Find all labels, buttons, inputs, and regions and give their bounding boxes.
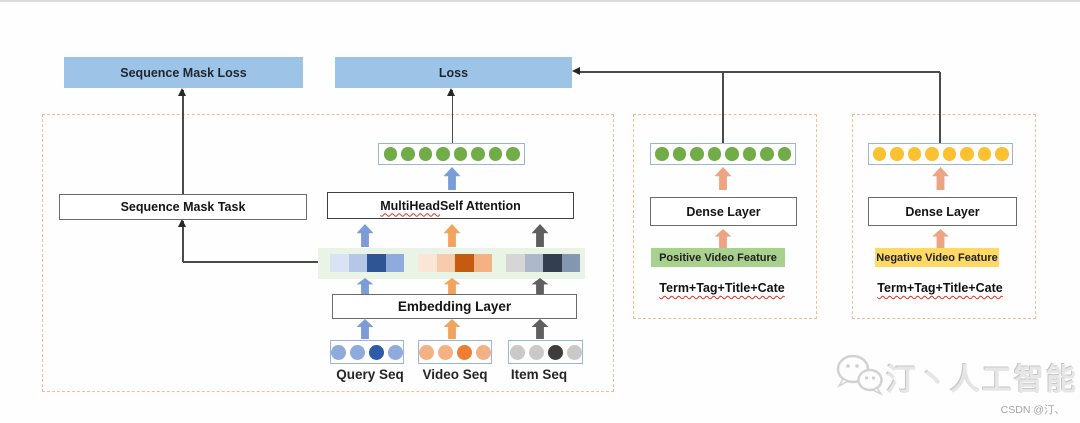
connector-attn-to-loss <box>451 90 453 143</box>
swatch-dot <box>506 147 520 161</box>
swatch-dot <box>401 147 415 161</box>
swatch-dot <box>566 344 582 360</box>
connector-embed-to-task-v <box>182 221 184 262</box>
item-seq-tokens <box>508 340 583 364</box>
connector-branches-to-loss-trunk <box>580 71 940 73</box>
swatch-dot <box>388 344 403 360</box>
watermark-credit: CSDN @汀、 <box>1000 404 1065 416</box>
swatch-dot <box>528 344 544 360</box>
positive-branch-panel <box>633 114 817 319</box>
swatch-dot <box>707 147 721 161</box>
swatch-dot <box>418 147 432 161</box>
negative-input-features-label: Term+Tag+Title+Cate <box>877 281 1003 295</box>
swatch-dot <box>455 254 474 272</box>
swatch-dot <box>907 147 921 161</box>
item-embedding-heatmap <box>506 254 580 272</box>
video-seq-tokens <box>418 340 492 364</box>
swatch-dot <box>942 147 956 161</box>
swatch-dot <box>995 147 1009 161</box>
swatch-dot <box>488 147 502 161</box>
swatch-dot <box>977 147 991 161</box>
arrowhead-up-icon <box>447 88 455 96</box>
swatch-dot <box>547 344 563 360</box>
connector-negative-drop <box>939 72 941 143</box>
swatch-dot <box>385 254 404 272</box>
connector-embed-to-task-h <box>183 261 319 263</box>
wechat-bubbles-icon <box>836 354 884 396</box>
attention-output-vector <box>378 143 525 165</box>
swatch-dot <box>524 254 543 272</box>
swatch-dot <box>436 147 450 161</box>
swatch-dot <box>369 344 384 360</box>
video-seq-label: Video Seq <box>422 367 488 382</box>
item-seq-label: Item Seq <box>510 367 568 382</box>
arrowhead-left-icon <box>572 67 580 75</box>
swatch-dot <box>543 254 562 272</box>
positive-input-features-label: Term+Tag+Title+Cate <box>659 281 785 295</box>
query-embedding-heatmap <box>330 254 404 272</box>
connector-positive-drop <box>722 72 724 143</box>
swatch-dot <box>872 147 886 161</box>
swatch-dot <box>561 254 580 272</box>
swatch-dot <box>509 344 525 360</box>
positive-dense-layer-box: Dense Layer <box>650 197 797 226</box>
sequence-mask-task-box: Sequence Mask Task <box>59 194 307 220</box>
swatch-dot <box>419 344 434 360</box>
main-model-panel <box>42 114 614 392</box>
embedding-layer-box: Embedding Layer <box>332 294 577 319</box>
query-seq-label: Query Seq <box>336 367 404 382</box>
swatch-dot <box>760 147 774 161</box>
sequence-mask-loss-box: Sequence Mask Loss <box>64 57 303 88</box>
positive-output-vector <box>650 143 796 165</box>
swatch-dot <box>331 344 346 360</box>
video-embedding-heatmap <box>418 254 492 272</box>
swatch-dot <box>960 147 974 161</box>
swatch-dot <box>348 254 367 272</box>
swatch-dot <box>742 147 756 161</box>
watermark-brand: 汀丶人工智能 <box>886 364 1078 397</box>
swatch-dot <box>330 254 349 272</box>
swatch-dot <box>383 147 397 161</box>
swatch-dot <box>436 254 455 272</box>
swatch-dot <box>418 254 437 272</box>
negative-video-feature-chip: Negative Video Feature <box>875 248 999 267</box>
swatch-dot <box>672 147 686 161</box>
arrowhead-up-icon <box>178 219 186 227</box>
connector-task-to-maskloss <box>182 90 184 194</box>
positive-video-feature-chip: Positive Video Feature <box>651 248 785 267</box>
swatch-dot <box>925 147 939 161</box>
multihead-label: MultiHead <box>380 198 440 213</box>
swatch-dot <box>471 147 485 161</box>
swatch-dot <box>690 147 704 161</box>
swatch-dot <box>725 147 739 161</box>
query-seq-tokens <box>330 340 404 364</box>
multihead-self-attention-box: MultiHead Self Attention <box>327 192 574 219</box>
swatch-dot <box>506 254 525 272</box>
loss-box: Loss <box>335 57 572 88</box>
swatch-dot <box>367 254 386 272</box>
swatch-dot <box>890 147 904 161</box>
negative-branch-panel <box>852 114 1036 319</box>
swatch-dot <box>350 344 365 360</box>
swatch-dot <box>438 344 453 360</box>
negative-output-vector <box>868 143 1013 165</box>
swatch-dot <box>453 147 467 161</box>
swatch-dot <box>655 147 669 161</box>
swatch-dot <box>476 344 491 360</box>
self-attention-label: Self Attention <box>439 198 521 213</box>
arrowhead-up-icon <box>178 88 186 96</box>
swatch-dot <box>457 344 472 360</box>
negative-dense-layer-box: Dense Layer <box>868 197 1017 226</box>
swatch-dot <box>473 254 492 272</box>
swatch-dot <box>777 147 791 161</box>
